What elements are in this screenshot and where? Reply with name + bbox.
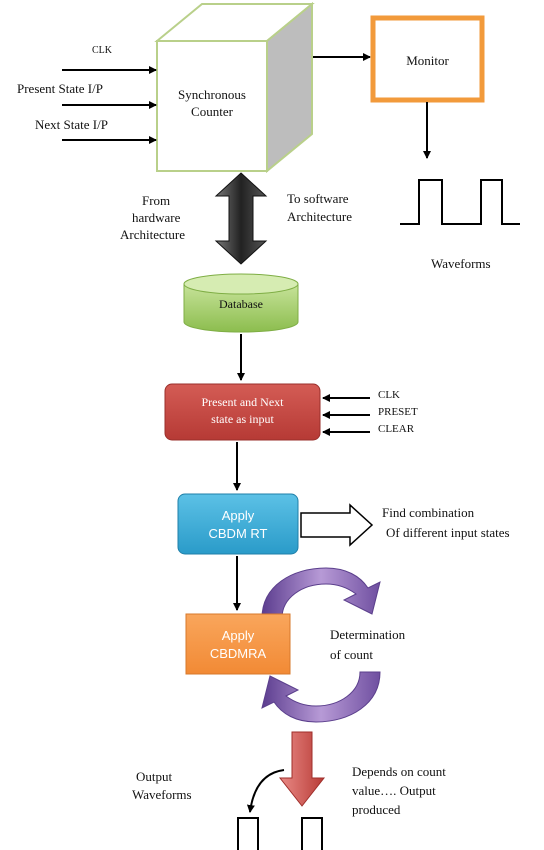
cbdmrt-line1: Apply [221, 508, 255, 523]
state-box-line1: Present and Next [201, 395, 284, 409]
find-combination-line2: Of different input states [386, 525, 510, 540]
control-preset-label: PRESET [378, 406, 418, 418]
output-waveforms-line1: Output [136, 769, 173, 784]
from-hw-line1: From [142, 193, 171, 208]
control-inputs-labels: CLK PRESET CLEAR [378, 387, 418, 438]
counter-label-line2: Counter [191, 104, 233, 119]
determination-line1: Determination [330, 627, 406, 642]
find-combination-label: Find combination Of different input stat… [382, 503, 510, 543]
cbdmra-line2: CBDMRA [209, 646, 267, 661]
depends-label: Depends on count value…. Output produced [352, 762, 446, 819]
cbdmrt-line2: CBDM RT [208, 526, 268, 541]
cbdmrt-label: Apply CBDM RT [178, 507, 298, 543]
from-hw-line3: Architecture [120, 227, 185, 242]
find-combination-arrow [300, 503, 374, 547]
determination-line2: of count [330, 647, 373, 662]
depends-line3: produced [352, 802, 401, 817]
depends-line1: Depends on count [352, 764, 446, 779]
output-waveform-pulse-2 [301, 817, 323, 850]
to-sw-line2: Architecture [287, 209, 352, 224]
state-box-line2: state as input [211, 412, 274, 426]
output-down-arrow [278, 731, 326, 807]
to-software-label: To software Architecture [287, 190, 352, 226]
counter-label-line1: Synchronous [178, 87, 246, 102]
next-state-label: Next State I/P [35, 117, 108, 132]
determination-label: Determination of count [330, 625, 405, 665]
depends-line2: value…. Output [352, 783, 436, 798]
present-state-label: Present State I/P [17, 81, 103, 96]
control-clk-label: CLK [378, 389, 400, 401]
cbdmra-box [185, 613, 291, 675]
state-box [164, 383, 321, 441]
from-hw-line2: hardware [132, 210, 181, 225]
output-curve-arrow [246, 769, 285, 813]
monitor-box [370, 15, 485, 103]
monitor-label: Monitor [406, 53, 449, 68]
cycle-arrow [261, 567, 381, 723]
state-box-label: Present and Next state as input [165, 394, 320, 428]
database-label: Database [219, 297, 263, 311]
control-clear-label: CLEAR [378, 423, 415, 435]
output-waveforms-label: Output Waveforms [132, 768, 192, 804]
clk-label: CLK [92, 45, 112, 56]
cbdmra-line1: Apply [221, 628, 255, 643]
database-cylinder [183, 273, 299, 333]
find-combination-line1: Find combination [382, 505, 475, 520]
to-sw-line1: To software [287, 191, 349, 206]
cbdmra-label: Apply CBDMRA [186, 627, 290, 663]
counter-label: Synchronous Counter [157, 86, 267, 120]
bidirectional-arrow [214, 172, 268, 265]
counter-cube [154, 1, 315, 174]
waveforms-label: Waveforms [431, 256, 491, 271]
output-waveform [237, 817, 259, 850]
output-waveforms-line2: Waveforms [132, 787, 192, 802]
waveform-signal [400, 179, 520, 225]
cbdmrt-box [177, 493, 299, 555]
from-hardware-label: From hardware Architecture [120, 192, 200, 243]
